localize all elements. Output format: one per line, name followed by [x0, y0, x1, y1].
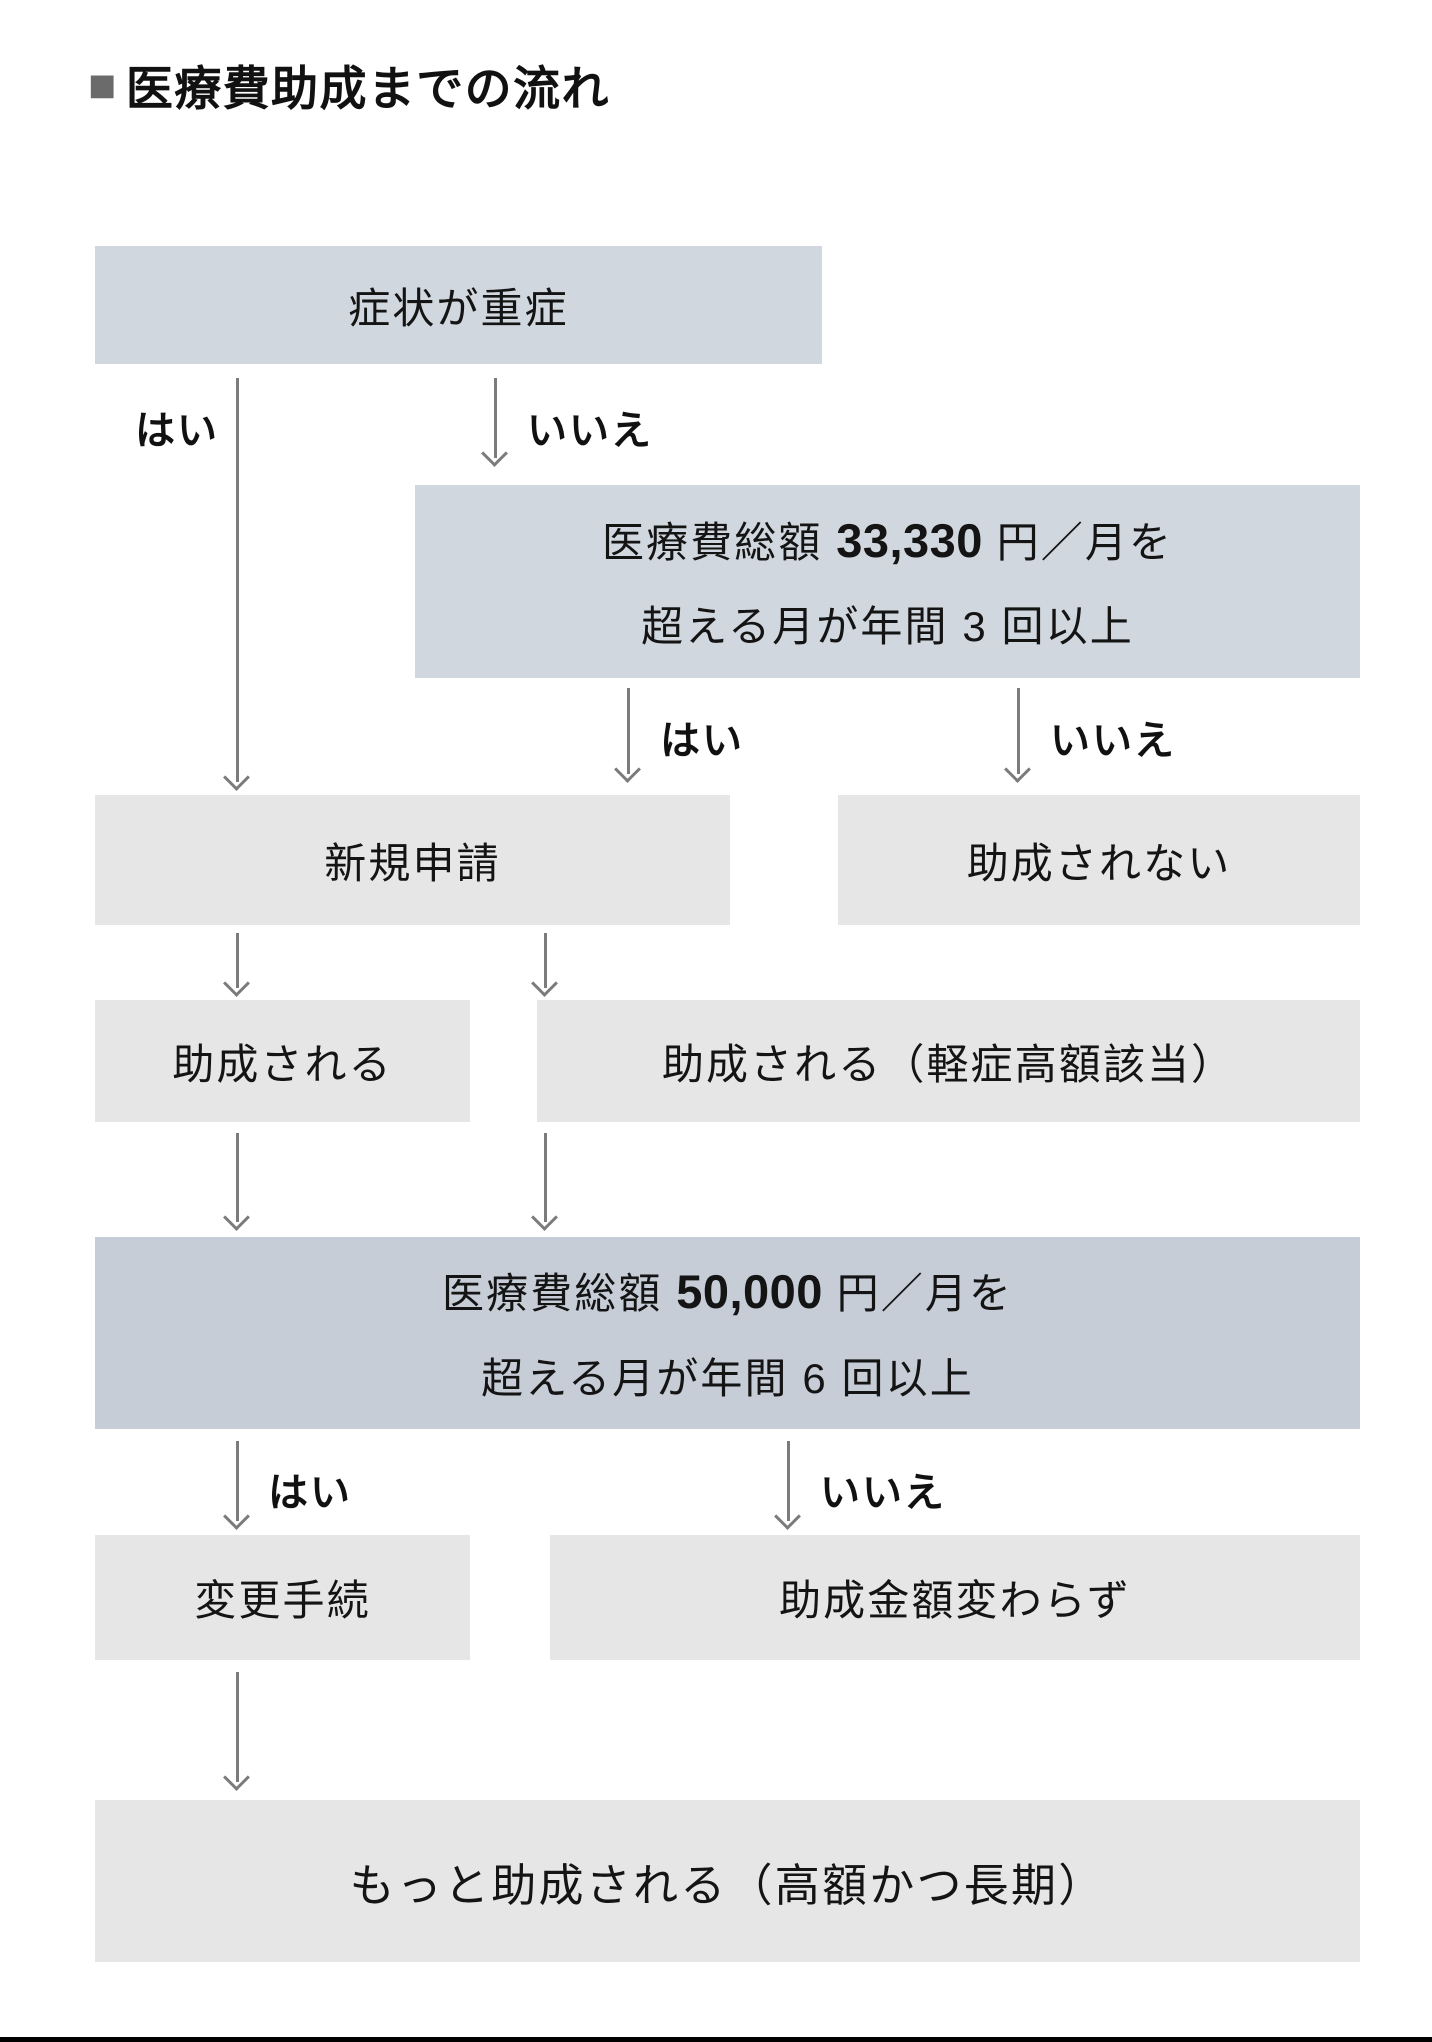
node-subsidized-light-high: 助成される（軽症高額該当） — [537, 1000, 1360, 1122]
node-threshold-50000: 医療費総額 50,000 円／月を 超える月が年間 6 回以上 — [95, 1237, 1360, 1429]
arrow-yes-from-50000 — [223, 1441, 251, 1530]
arrow-shaft — [543, 1133, 547, 1222]
arrow-shaft — [1016, 688, 1020, 774]
node-symptom-severe: 症状が重症 — [95, 246, 822, 364]
arrow-subsidized-to-50000 — [223, 1133, 251, 1231]
arrow-shaft — [543, 933, 547, 988]
arrowhead-down-icon — [614, 756, 641, 783]
node-threshold-33330-line1: 医療費総額 33,330 円／月を — [602, 495, 1173, 587]
amount-50000: 50,000 — [676, 1265, 823, 1319]
arrowhead-down-icon — [223, 1503, 250, 1530]
node-not-subsidized-label: 助成されない — [966, 839, 1232, 887]
arrow-new-to-subsidized-light — [531, 933, 559, 997]
edge-label-yes-2: はい — [660, 719, 744, 763]
arrow-light-to-50000 — [531, 1133, 559, 1231]
arrowhead-down-icon — [531, 970, 558, 997]
node-symptom-severe-label: 症状が重症 — [348, 284, 569, 332]
node-threshold-33330-line2: 超える月が年間 3 回以上 — [641, 603, 1134, 651]
arrow-shaft — [235, 1441, 239, 1521]
node-more-subsidized: もっと助成される（高額かつ長期） — [95, 1800, 1360, 1962]
arrowhead-down-icon — [223, 1204, 250, 1231]
node-more-subsidized-label: もっと助成される（高額かつ長期） — [349, 1859, 1106, 1911]
edge-label-no-1: いいえ — [527, 409, 653, 453]
arrow-shaft — [786, 1441, 790, 1521]
arrowhead-down-icon — [774, 1503, 801, 1530]
node-subsidized: 助成される — [95, 1000, 470, 1122]
amount-33330: 33,330 — [836, 513, 983, 567]
text-segment: 円／月を — [982, 518, 1174, 566]
arrow-shaft — [235, 933, 239, 988]
text-segment: 医療費総額 — [601, 518, 837, 566]
node-threshold-50000-line1: 医療費総額 50,000 円／月を — [442, 1246, 1013, 1338]
arrow-new-to-subsidized — [223, 933, 251, 997]
page-title: ■ 医療費助成までの流れ — [88, 50, 610, 119]
arrowhead-down-icon — [223, 970, 250, 997]
node-new-application: 新規申請 — [95, 795, 730, 925]
text-segment: 医療費総額 — [441, 1270, 677, 1318]
arrow-yes-from-symptom — [223, 378, 251, 791]
arrowhead-down-icon — [1004, 756, 1031, 783]
node-amount-unchanged-label: 助成金額変わらず — [779, 1577, 1131, 1624]
page-title-text: 医療費助成までの流れ — [125, 62, 610, 115]
arrow-no-from-symptom — [481, 378, 509, 467]
arrowhead-down-icon — [481, 440, 508, 467]
edge-label-no-2: いいえ — [1050, 719, 1176, 763]
arrowhead-down-icon — [531, 1204, 558, 1231]
bottom-border-line — [0, 2037, 1432, 2042]
node-threshold-33330: 医療費総額 33,330 円／月を 超える月が年間 3 回以上 — [415, 485, 1360, 678]
edge-label-no-3: いいえ — [820, 1471, 946, 1515]
edge-label-yes-3: はい — [268, 1471, 352, 1515]
arrow-shaft — [235, 1133, 239, 1222]
text-segment: 円／月を — [822, 1270, 1014, 1318]
arrowhead-down-icon — [223, 764, 250, 791]
arrow-no-from-33330 — [1004, 688, 1032, 783]
arrow-change-to-more — [223, 1672, 251, 1791]
title-bullet-square: ■ — [88, 58, 118, 111]
arrow-shaft — [235, 1672, 239, 1782]
node-subsidized-label: 助成される — [172, 1040, 393, 1088]
node-change-procedure: 変更手続 — [95, 1535, 470, 1660]
arrow-shaft — [626, 688, 630, 774]
node-not-subsidized: 助成されない — [838, 795, 1360, 925]
node-new-application-label: 新規申請 — [324, 839, 501, 887]
node-amount-unchanged: 助成金額変わらず — [550, 1535, 1360, 1660]
arrow-shaft — [493, 378, 497, 458]
arrowhead-down-icon — [223, 1764, 250, 1791]
arrow-yes-from-33330 — [614, 688, 642, 783]
node-subsidized-light-high-label: 助成される（軽症高額該当） — [661, 1040, 1236, 1088]
edge-label-yes-1: はい — [135, 409, 219, 453]
arrow-shaft — [235, 378, 239, 782]
node-change-procedure-label: 変更手続 — [194, 1577, 371, 1624]
arrow-no-from-50000 — [774, 1441, 802, 1530]
node-threshold-50000-line2: 超える月が年間 6 回以上 — [481, 1354, 974, 1402]
